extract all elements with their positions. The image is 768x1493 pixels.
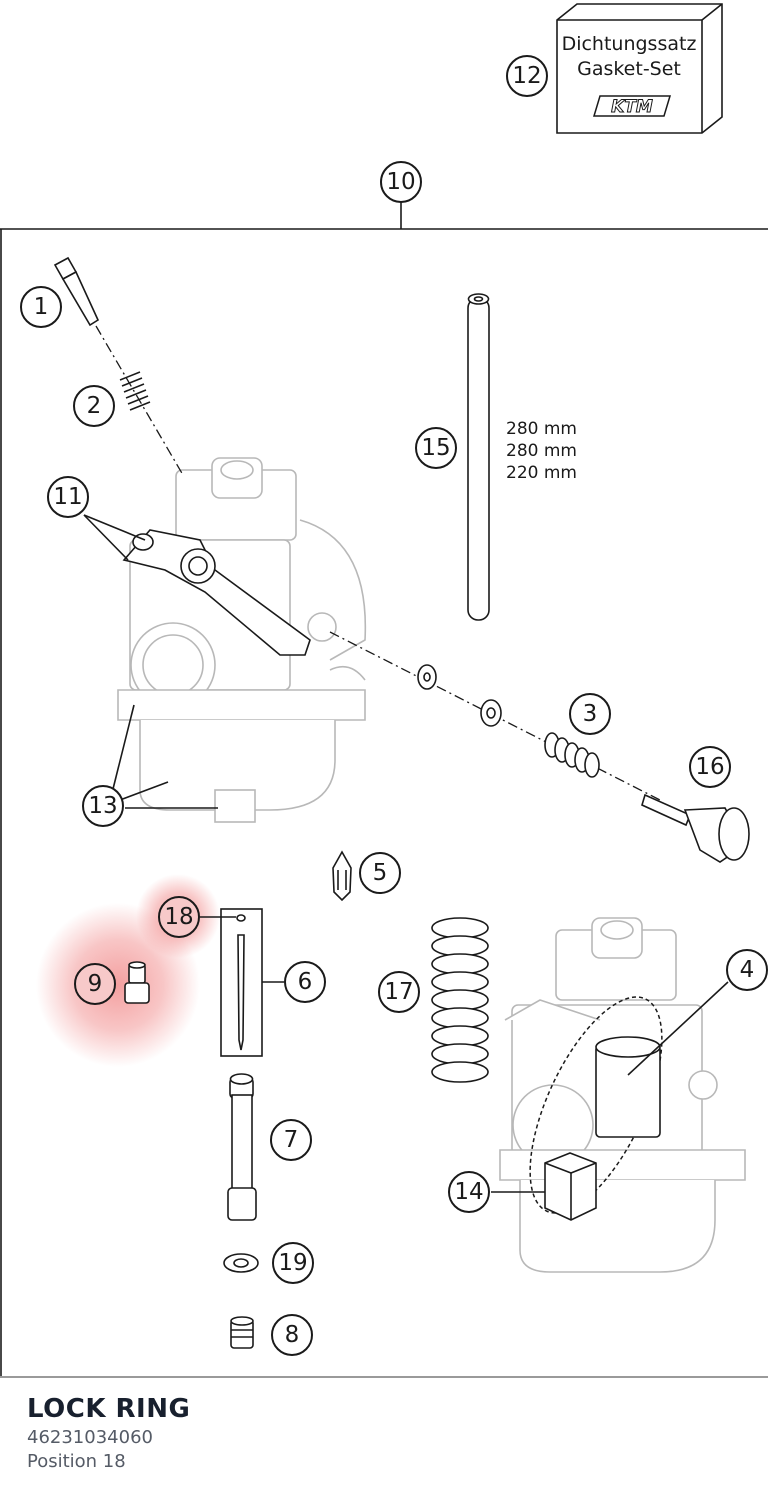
- svg-text:5: 5: [373, 860, 388, 886]
- callout-18[interactable]: 18: [158, 896, 200, 938]
- svg-text:14: 14: [454, 1179, 483, 1205]
- tube-length-1: 280 mm: [506, 419, 577, 439]
- slide-plate-14[interactable]: [544, 1152, 597, 1221]
- needle-jet-7[interactable]: [227, 1073, 257, 1221]
- svg-text:4: 4: [740, 957, 755, 983]
- leader-lines: [83, 514, 729, 1193]
- jet-needle-6[interactable]: [220, 908, 263, 1057]
- float-needle-5[interactable]: [332, 850, 352, 902]
- part-title: LOCK RING: [27, 1394, 191, 1424]
- callout-7[interactable]: 7: [270, 1119, 312, 1161]
- callout-1[interactable]: 1: [20, 286, 62, 328]
- callout-2[interactable]: 2: [73, 385, 115, 427]
- adjust-screw-knob-16[interactable]: [641, 793, 750, 863]
- svg-text:16: 16: [695, 754, 724, 780]
- svg-text:6: 6: [298, 969, 313, 995]
- callout-9[interactable]: 9: [74, 963, 116, 1005]
- slide-spring-17[interactable]: [431, 917, 489, 1083]
- svg-text:11: 11: [53, 484, 82, 510]
- part-info-panel: LOCK RING 46231034060 Position 18: [0, 1376, 768, 1493]
- carburetor-body-outline: [117, 457, 367, 823]
- screw-1[interactable]: [53, 256, 100, 327]
- svg-text:12: 12: [512, 63, 541, 89]
- callout-15[interactable]: 15: [415, 427, 457, 469]
- gasket-box-line2: Gasket-Set: [577, 58, 681, 80]
- svg-text:8: 8: [285, 1322, 300, 1348]
- pilot-jet-8[interactable]: [230, 1316, 254, 1349]
- callout-5[interactable]: 5: [359, 852, 401, 894]
- svg-text:19: 19: [278, 1250, 307, 1276]
- tube-length-3: 220 mm: [506, 463, 577, 483]
- callout-17[interactable]: 17: [378, 971, 420, 1013]
- callout-6[interactable]: 6: [284, 961, 326, 1003]
- callout-19[interactable]: 19: [272, 1242, 314, 1284]
- svg-text:15: 15: [421, 435, 450, 461]
- callout-13[interactable]: 13: [82, 785, 124, 827]
- overflow-tube-15[interactable]: [467, 293, 490, 621]
- part-position: Position 18: [27, 1451, 126, 1472]
- svg-text:13: 13: [88, 793, 117, 819]
- gasket-set-box[interactable]: Dichtungssatz Gasket-Set KTM: [556, 3, 723, 134]
- callout-10[interactable]: 10: [380, 161, 422, 203]
- svg-text:2: 2: [87, 393, 102, 419]
- svg-text:18: 18: [164, 904, 193, 930]
- throttle-slide-4[interactable]: [595, 1036, 661, 1138]
- svg-text:10: 10: [386, 169, 415, 195]
- part-number: 46231034060: [27, 1427, 153, 1448]
- washer-19[interactable]: [223, 1253, 259, 1273]
- washer-ring[interactable]: [480, 699, 502, 727]
- svg-text:17: 17: [384, 979, 413, 1005]
- svg-text:1: 1: [34, 294, 49, 320]
- svg-text:9: 9: [88, 971, 103, 997]
- callout-3[interactable]: 3: [569, 693, 611, 735]
- callout-4[interactable]: 4: [726, 949, 768, 991]
- gasket-box-line1: Dichtungssatz: [562, 33, 697, 55]
- washer-small[interactable]: [417, 664, 437, 690]
- ktm-logo: KTM: [592, 95, 672, 118]
- callout-11[interactable]: 11: [47, 476, 89, 518]
- callout-14[interactable]: 14: [448, 1171, 490, 1213]
- assembly-frame: [0, 202, 768, 1376]
- svg-text:3: 3: [583, 701, 598, 727]
- svg-text:KTM: KTM: [611, 97, 653, 117]
- tube-length-2: 280 mm: [506, 441, 577, 461]
- exploded-parts-diagram: Dichtungssatz Gasket-Set KTM: [0, 3, 768, 1376]
- spring-3[interactable]: [544, 732, 600, 778]
- main-jet-9[interactable]: [124, 961, 150, 1004]
- callout-16[interactable]: 16: [689, 746, 731, 788]
- callout-8[interactable]: 8: [271, 1314, 313, 1356]
- throttle-lever[interactable]: [122, 529, 311, 656]
- callout-12[interactable]: 12: [506, 55, 548, 97]
- svg-text:7: 7: [284, 1127, 299, 1153]
- spring-2[interactable]: [119, 371, 151, 411]
